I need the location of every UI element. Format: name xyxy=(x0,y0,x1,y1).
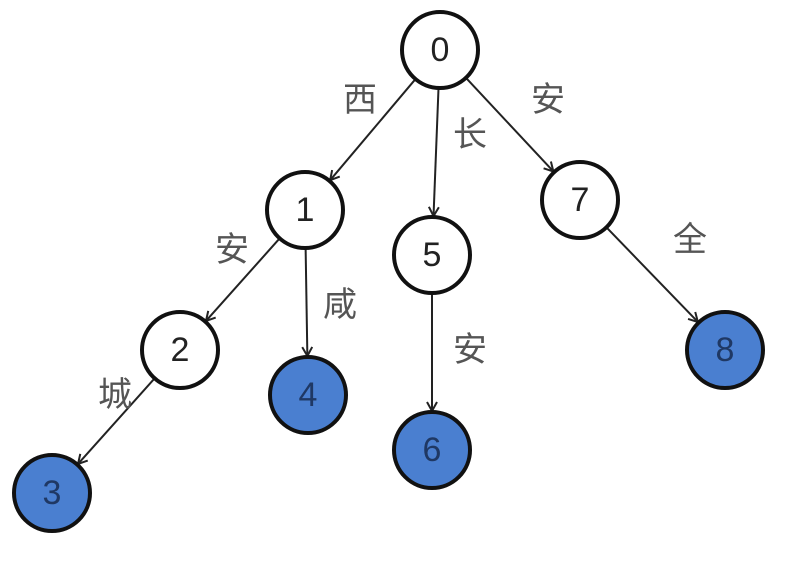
node-5: 5 xyxy=(392,215,472,295)
edge-label: 安 xyxy=(453,330,487,370)
edge-label: 安 xyxy=(531,80,565,120)
edge-label: 长 xyxy=(453,115,487,155)
node-label: 2 xyxy=(171,331,190,369)
node-label: 7 xyxy=(571,181,590,219)
node-label: 8 xyxy=(716,331,735,369)
node-label: 3 xyxy=(43,474,62,512)
terminal-node-8: 8 xyxy=(685,310,765,390)
edge-7-8 xyxy=(605,226,697,322)
node-label: 6 xyxy=(423,431,442,469)
node-label: 0 xyxy=(431,31,450,69)
node-circle xyxy=(400,10,480,90)
edge-0-1 xyxy=(330,78,417,180)
node-2: 2 xyxy=(140,310,220,390)
terminal-node-6: 6 xyxy=(392,410,472,490)
edge-2-3 xyxy=(78,377,156,464)
node-circle xyxy=(140,310,220,390)
node-label: 1 xyxy=(296,191,315,229)
node-label: 5 xyxy=(423,236,442,274)
node-circle xyxy=(268,355,348,435)
edge-1-4 xyxy=(306,247,308,356)
edge-label: 全 xyxy=(673,220,707,260)
node-label: 4 xyxy=(299,376,318,414)
node-0: 0 xyxy=(400,10,480,90)
edge-0-7 xyxy=(465,77,553,172)
node-1: 1 xyxy=(265,170,345,250)
terminal-node-4: 4 xyxy=(268,355,348,435)
node-circle xyxy=(265,170,345,250)
edge-label: 安 xyxy=(215,230,249,270)
node-circle xyxy=(685,310,765,390)
node-circle xyxy=(392,215,472,295)
edge-label: 城 xyxy=(98,375,132,415)
node-7: 7 xyxy=(540,160,620,240)
edge-1-2 xyxy=(206,237,281,321)
node-circle xyxy=(540,160,620,240)
edge-label: 咸 xyxy=(323,285,357,325)
edge-label: 西 xyxy=(343,80,377,120)
terminal-node-3: 3 xyxy=(12,453,92,533)
edge-0-5 xyxy=(434,87,439,216)
node-circle xyxy=(12,453,92,533)
node-circle xyxy=(392,410,472,490)
